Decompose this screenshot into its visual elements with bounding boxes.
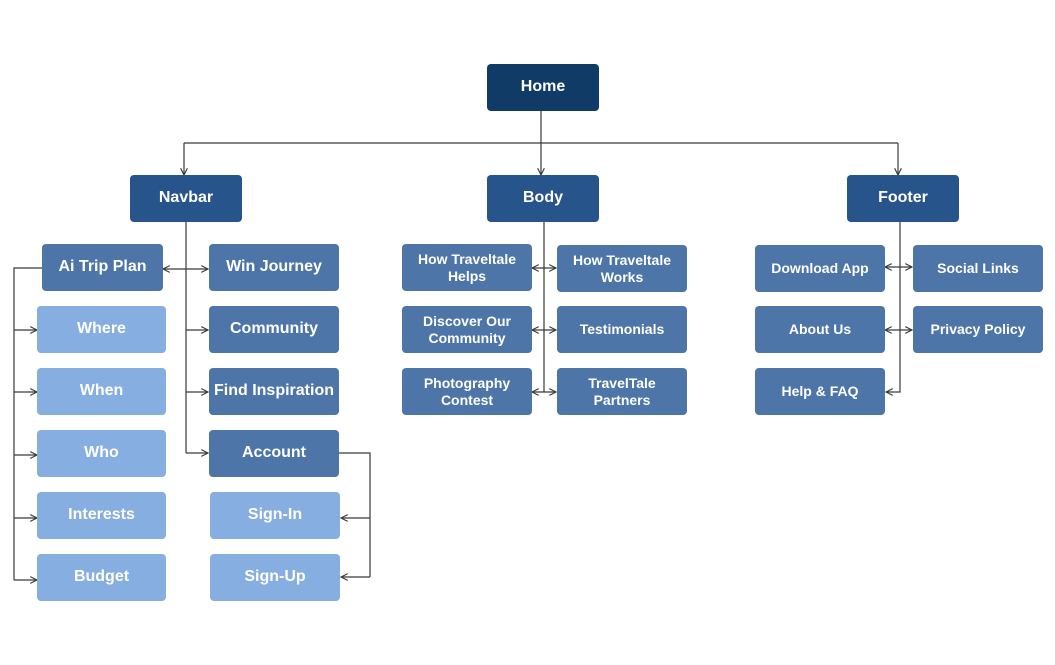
- footer-node: Footer: [847, 175, 959, 222]
- body-item-photography-contest: Photography Contest: [402, 368, 532, 415]
- account-option-sign-up: Sign-Up: [210, 554, 340, 601]
- trip-option-interests: Interests: [37, 492, 166, 539]
- body-item-traveltale-partners: TravelTale Partners: [557, 368, 687, 415]
- footer-item-social-links: Social Links: [913, 245, 1043, 292]
- footer-item-help-faq: Help & FAQ: [755, 368, 885, 415]
- account-trunk-line: [339, 452, 371, 577]
- trip-plan-trunk-line: [13, 267, 42, 580]
- account-node: Account: [209, 430, 339, 477]
- community-node: Community: [209, 306, 339, 353]
- footer-item-about-us: About Us: [755, 306, 885, 353]
- body-item-how-traveltale-works: How Traveltale Works: [557, 245, 687, 292]
- footer-trunk-line: [886, 222, 901, 392]
- account-option-sign-in: Sign-In: [210, 492, 340, 539]
- trip-option-who: Who: [37, 430, 166, 477]
- footer-item-download-app: Download App: [755, 245, 885, 292]
- trip-option-when: When: [37, 368, 166, 415]
- navbar-node: Navbar: [130, 175, 242, 222]
- body-node: Body: [487, 175, 599, 222]
- body-item-discover-our-community: Discover Our Community: [402, 306, 532, 353]
- body-item-testimonials: Testimonials: [557, 306, 687, 353]
- footer-item-privacy-policy: Privacy Policy: [913, 306, 1043, 353]
- home-node: Home: [487, 64, 599, 111]
- win-journey-node: Win Journey: [209, 244, 339, 291]
- find-inspiration-node: Find Inspiration: [209, 368, 339, 415]
- trip-option-where: Where: [37, 306, 166, 353]
- body-item-how-traveltale-helps: How Traveltale Helps: [402, 244, 532, 291]
- ai-trip-plan-node: Ai Trip Plan: [42, 244, 163, 291]
- trip-option-budget: Budget: [37, 554, 166, 601]
